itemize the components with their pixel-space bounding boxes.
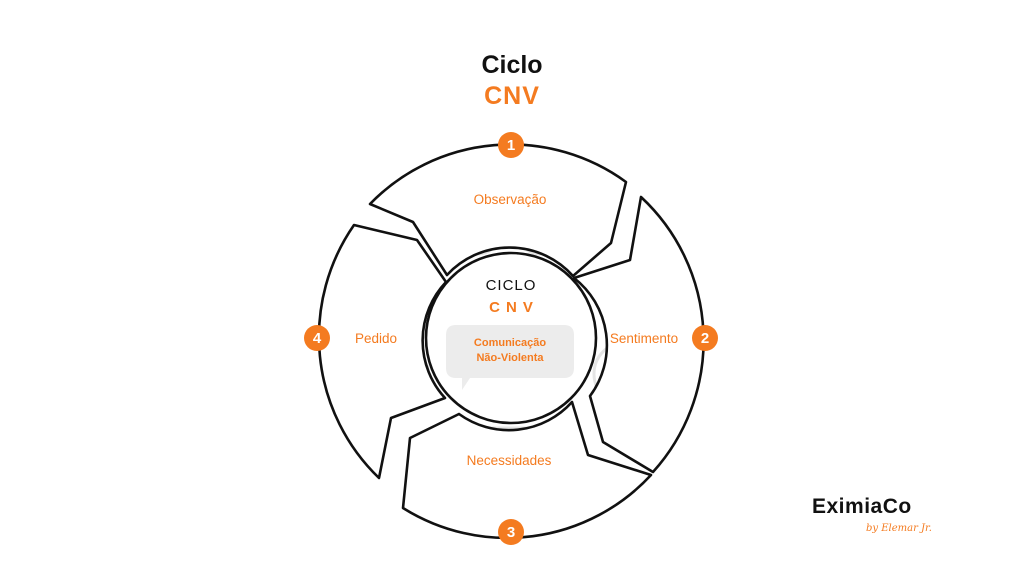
center-speech-bubble: Comunicação Não-Violenta [446,325,574,390]
svg-text:1: 1 [507,137,515,154]
segment-necessidades [401,400,653,540]
stage-label-sentimento: Sentimento [610,331,678,346]
segment-observacao [368,143,628,278]
segment-pedido [317,223,448,480]
svg-text:2: 2 [701,330,709,347]
title-line-2: CNV [484,82,540,110]
center-title-line-1: CICLO [486,277,537,294]
stage-label-observacao: Observação [474,192,547,207]
center-title-line-2: CNV [489,299,539,316]
stage-label-necessidades: Necessidades [467,453,552,468]
svg-text:3: 3 [507,524,515,541]
stage-label-pedido: Pedido [355,331,397,346]
segment-sentimento [572,195,705,474]
center-bubble-line-2: Não-Violenta [476,352,544,364]
stage-badge-3: 3 [498,519,524,545]
stage-badge-2: 2 [692,325,718,351]
eximiaco-logo: EximiaCo [812,495,912,518]
svg-text:4: 4 [313,330,322,347]
logo-tagline: by Elemar Jr. [866,523,932,534]
stage-badge-4: 4 [304,325,330,351]
title-line-1: Ciclo [481,51,543,79]
center-bubble-line-1: Comunicação [474,337,546,349]
stage-badge-1: 1 [498,132,524,158]
